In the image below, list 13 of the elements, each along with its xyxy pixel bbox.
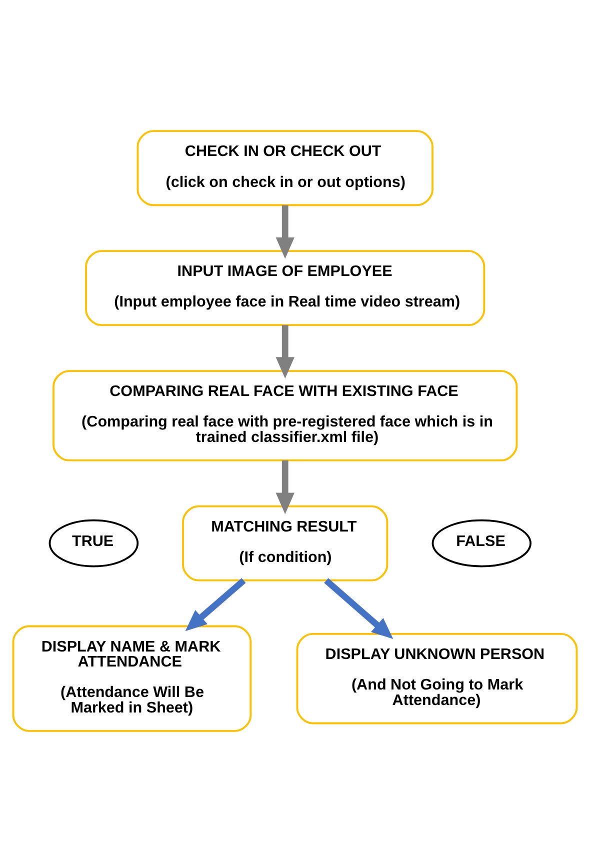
arrow (276, 460, 294, 514)
node-ellipse: TRUE (48, 518, 139, 567)
node-box: CHECK IN OR CHECK OUT (click on check in or out options) (136, 130, 434, 206)
node-box: DISPLAY NAME & MARK ATTENDANCE (Attendance Will Be Marked in Sheet) (12, 624, 252, 732)
arrow (324, 578, 394, 639)
node-box: COMPARING REAL FACE WITH EXISTING FACE (Comparing real face with pre-registered face which is in trained classifier.xml file) (52, 370, 518, 461)
node-box: DISPLAY UNKNOWN PERSON (And Not Going to Mark Attendance) (296, 632, 578, 724)
arrow (276, 204, 294, 258)
node-box: MATCHING RESULT (If condition) (182, 504, 388, 581)
arrow (276, 324, 294, 378)
node-ellipse: FALSE (432, 518, 532, 567)
node-box: INPUT IMAGE OF EMPLOYEE (Input employee face in Real time video stream) (85, 250, 486, 326)
arrow (185, 578, 246, 631)
